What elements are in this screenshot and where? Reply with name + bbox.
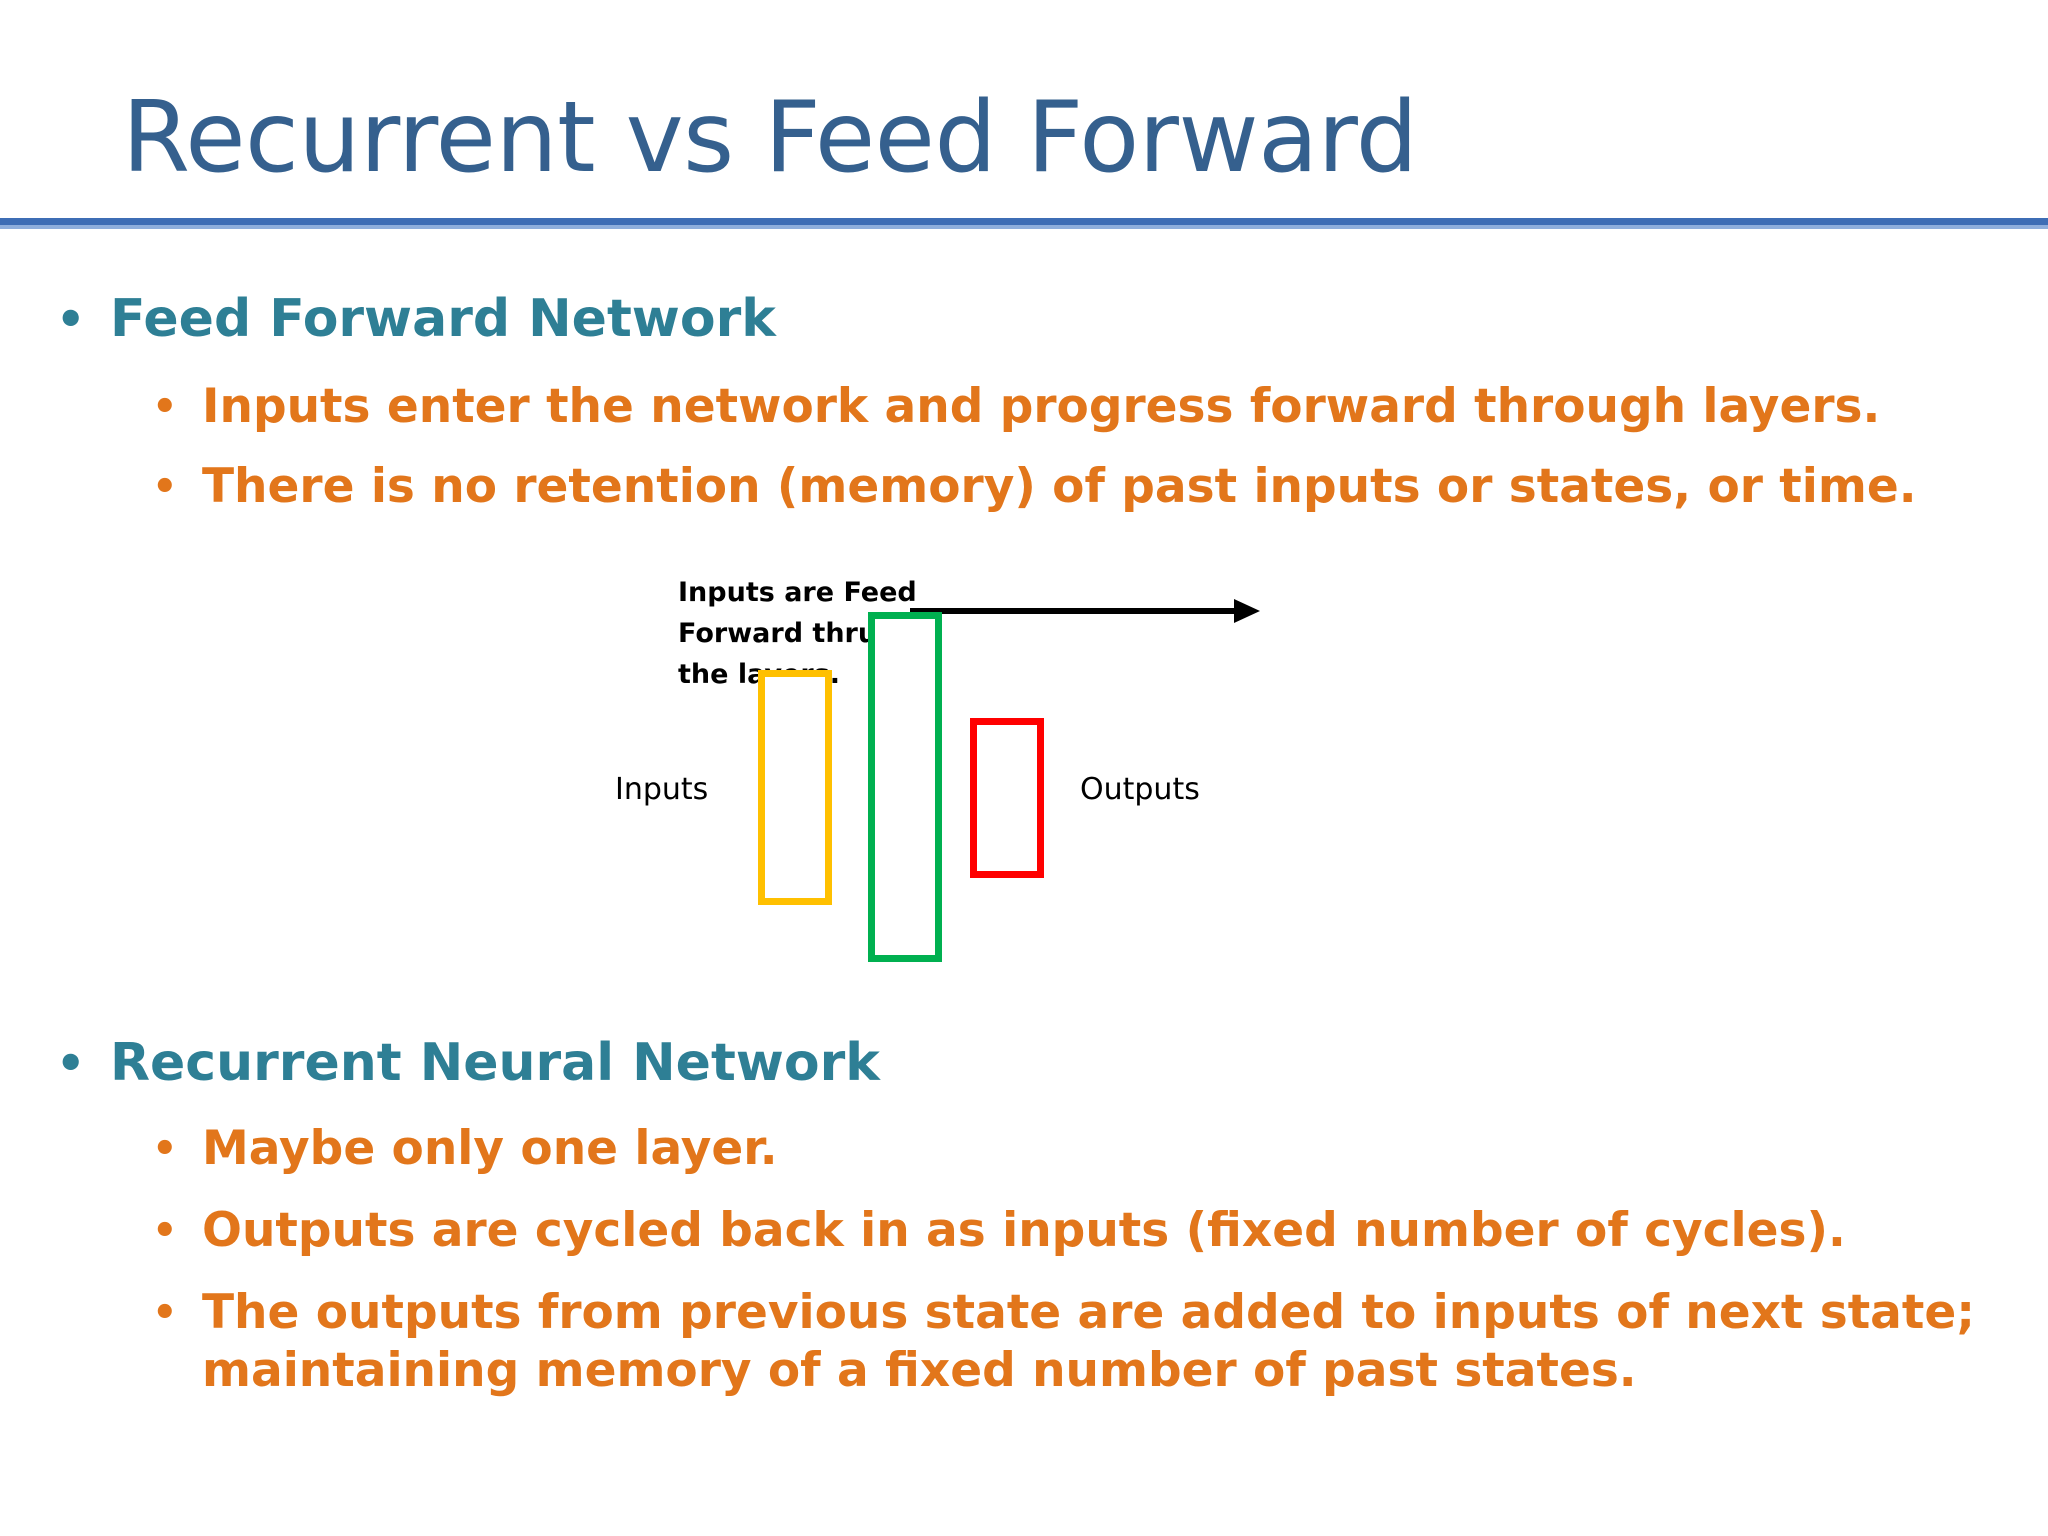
- sub-bullet-rnn-2: • Outputs are cycled back in as inputs (…: [140, 1202, 1970, 1260]
- bullet-dot-icon: •: [152, 384, 178, 430]
- bullet-dot-icon: •: [152, 464, 178, 510]
- layer-rect-hidden: [868, 612, 942, 962]
- layer-rect-output: [970, 718, 1044, 878]
- diagram-caption-line-1: Inputs are Feed: [678, 577, 917, 608]
- sub-bullet-text: There is no retention (memory) of past i…: [202, 459, 1917, 514]
- bullet-label: Feed Forward Network: [110, 289, 776, 349]
- page-title: Recurrent vs Feed Forward: [122, 81, 1418, 195]
- feed-forward-diagram: Inputs are Feed Forward thru the layers.…: [615, 560, 1400, 980]
- bullet-dot-icon: •: [152, 1126, 178, 1172]
- diagram-inputs-label: Inputs: [615, 772, 709, 807]
- sub-bullet-rnn-3: • The outputs from previous state are ad…: [140, 1284, 1980, 1400]
- diagram-caption-line-2: Forward thru: [678, 618, 878, 649]
- bullet-dot-icon: •: [152, 1208, 178, 1254]
- bullet-dot-icon: •: [56, 1036, 86, 1090]
- sub-bullet-text: Maybe only one layer.: [202, 1121, 778, 1176]
- layer-rect-input: [758, 670, 832, 905]
- sub-bullet-text: Outputs are cycled back in as inputs (fi…: [202, 1203, 1846, 1258]
- sub-bullet-ff-2: • There is no retention (memory) of past…: [140, 458, 2010, 516]
- forward-arrow-icon: [910, 599, 1260, 623]
- sub-bullet-text: Inputs enter the network and progress fo…: [202, 379, 1881, 434]
- bullet-dot-icon: •: [56, 292, 86, 346]
- diagram-outputs-label: Outputs: [1080, 772, 1200, 807]
- title-divider: [0, 218, 2048, 225]
- sub-bullet-rnn-1: • Maybe only one layer.: [140, 1120, 1970, 1178]
- sub-bullet-ff-1: • Inputs enter the network and progress …: [140, 378, 1970, 436]
- sub-bullet-text: The outputs from previous state are adde…: [202, 1285, 1976, 1398]
- title-block: Recurrent vs Feed Forward: [0, 78, 2048, 218]
- title-divider-accent: [0, 225, 2048, 229]
- bullet-feed-forward-network: • Feed Forward Network: [46, 288, 776, 350]
- bullet-dot-icon: •: [152, 1290, 178, 1336]
- bullet-label: Recurrent Neural Network: [110, 1033, 880, 1093]
- bullet-recurrent-neural-network: • Recurrent Neural Network: [46, 1032, 880, 1094]
